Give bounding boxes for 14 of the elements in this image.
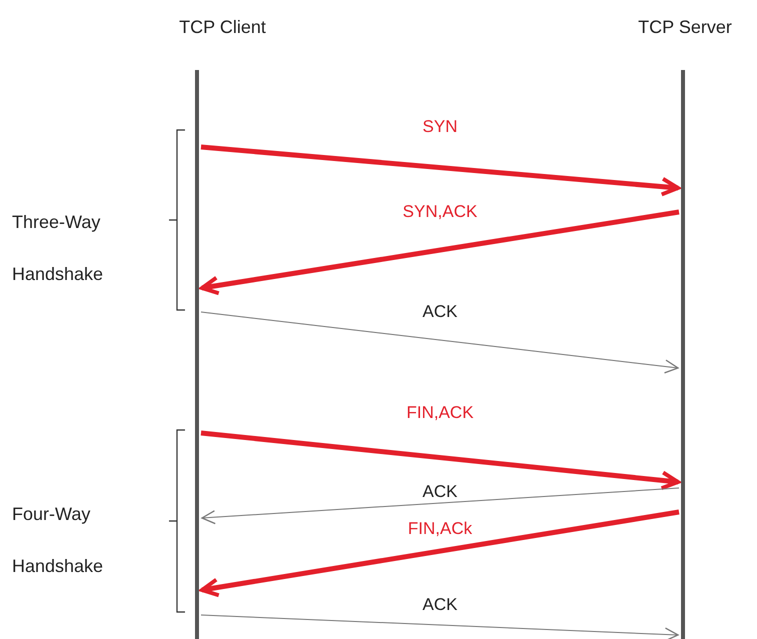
arrow: [200, 614, 679, 639]
arrow: [200, 430, 680, 490]
arrow: [200, 510, 680, 598]
arrow: [200, 312, 679, 374]
participant-label: TCP Client: [178, 16, 267, 39]
edge-label: ACK: [380, 482, 500, 502]
arrow: [200, 210, 680, 296]
edge-label: ACK: [380, 302, 500, 322]
edge-label: SYN: [380, 117, 500, 137]
arrow: [201, 488, 680, 524]
participant-label: TCP Server: [637, 16, 733, 39]
phase-label: Four-Way Handshake: [12, 503, 104, 578]
phase-label: Three-Way Handshake: [12, 211, 104, 286]
edge-label: ACK: [380, 595, 500, 615]
